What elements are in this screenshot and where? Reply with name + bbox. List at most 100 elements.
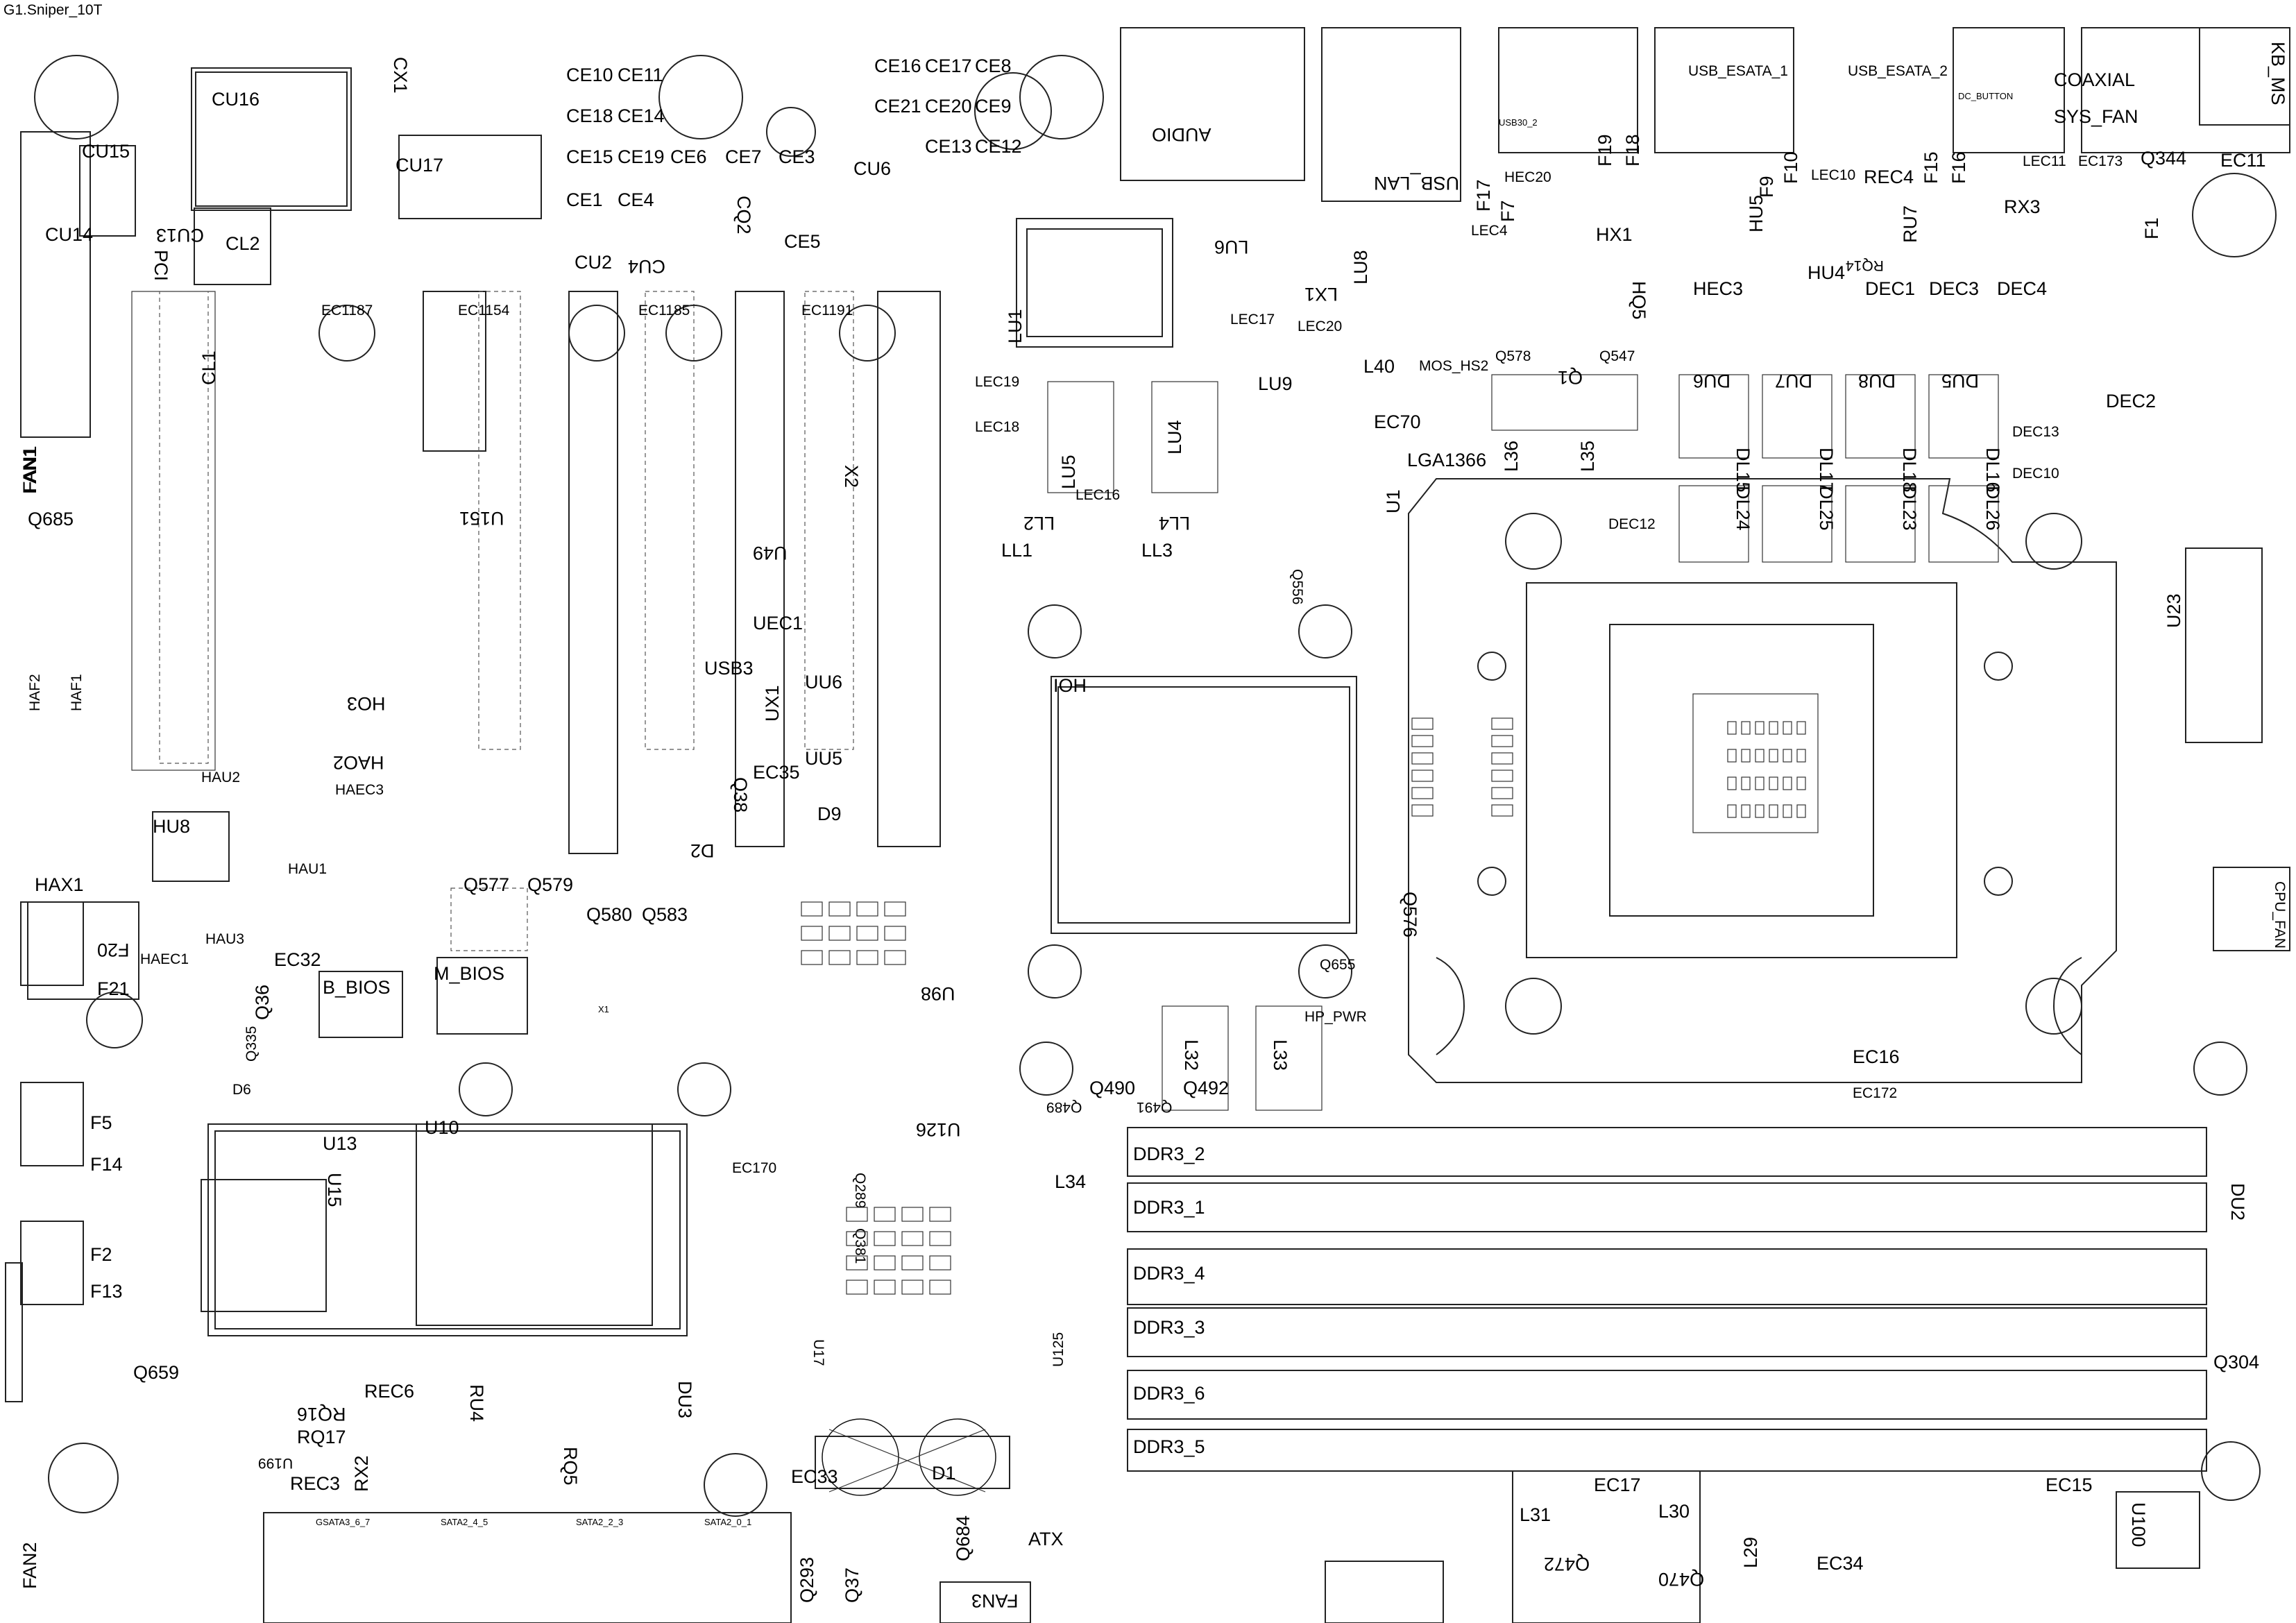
ref-CE4: CE4	[618, 189, 654, 210]
ref-DEC10: DEC10	[2012, 466, 2059, 482]
ref-EC1154: EC1154	[458, 303, 510, 318]
ref-CE18: CE18	[566, 105, 613, 126]
ref-CE8: CE8	[975, 56, 1012, 76]
ref-CE15: CE15	[566, 146, 613, 167]
ref-HX1: HX1	[1596, 224, 1633, 245]
ref-EC1191: EC1191	[801, 303, 853, 318]
ref-EC11: EC11	[2220, 150, 2266, 171]
ref-CE7: CE7	[725, 146, 762, 167]
ref-F5: F5	[90, 1112, 112, 1133]
ref-CE14: CE14	[618, 105, 665, 126]
ref-Q580: Q580	[586, 904, 633, 925]
ref-CU6: CU6	[853, 158, 892, 179]
ref-CE9: CE9	[975, 96, 1012, 117]
ref-EC16: EC16	[1853, 1046, 1900, 1067]
ref-Q655: Q655	[1320, 957, 1356, 973]
chip-cu14: CU14	[45, 224, 94, 245]
ref-CE20: CE20	[925, 96, 972, 117]
ref-EC1185: EC1185	[638, 303, 690, 318]
ref-CE10: CE10	[566, 65, 613, 85]
ref-CE6: CE6	[670, 146, 707, 167]
ref-DEC1: DEC1	[1865, 278, 1916, 299]
chip-hu8: HU8	[153, 816, 191, 837]
chip-ioh: IOH	[1053, 675, 1087, 696]
ref-LL1: LL1	[1001, 540, 1033, 561]
ref-Q547: Q547	[1599, 348, 1635, 364]
ref-D9: D9	[817, 804, 842, 824]
board-title: G1.Sniper_10T	[3, 2, 103, 18]
chip-uu5: UU5	[805, 748, 843, 769]
chip-usb3: USB3	[704, 658, 754, 679]
cpu-socket-label: LGA1366	[1407, 450, 1487, 470]
ref-F2: F2	[90, 1244, 112, 1265]
ref-CE5: CE5	[784, 231, 821, 252]
ref-EC173: EC173	[2078, 153, 2123, 169]
ref-DEC2: DEC2	[2106, 391, 2157, 411]
ref-REC6: REC6	[364, 1381, 415, 1402]
sata3-6-7-label: GSATA3_6_7	[316, 1517, 371, 1527]
ref-HAEC3: HAEC3	[335, 782, 384, 798]
dimm-slot-ddr3-6: DDR3_6	[1133, 1383, 1205, 1404]
ref-LEC10: LEC10	[1811, 167, 1856, 183]
dimm-slot-ddr3-2: DDR3_2	[1133, 1144, 1205, 1164]
sata2-0-1-label: SATA2_0_1	[704, 1517, 752, 1527]
usb-esata-1-label: USB_ESATA_1	[1688, 63, 1788, 79]
ref-DEC3: DEC3	[1929, 278, 1980, 299]
ref-Q304: Q304	[2213, 1352, 2260, 1373]
dimm-slot-ddr3-4: DDR3_4	[1133, 1263, 1205, 1284]
ref-EC17: EC17	[1594, 1475, 1641, 1495]
mos-hs2-label: MOS_HS2	[1419, 358, 1489, 374]
usb30-2-label: USB30_2	[1499, 117, 1538, 128]
ref-Q344: Q344	[2141, 148, 2187, 169]
ref-EC32: EC32	[274, 949, 321, 970]
ref-EC34: EC34	[1817, 1553, 1864, 1574]
ref-LL3: LL3	[1141, 540, 1173, 561]
b-bios-label: B_BIOS	[323, 977, 391, 998]
ref-Q578: Q578	[1495, 348, 1531, 364]
ref-LEC16: LEC16	[1075, 487, 1121, 503]
ref-CE16: CE16	[874, 56, 921, 76]
ref-LU9: LU9	[1258, 373, 1293, 394]
ref-REC4: REC4	[1864, 167, 1914, 187]
ref-CE1: CE1	[566, 189, 603, 210]
ref-LEC11: LEC11	[2023, 153, 2066, 169]
ref-Q659: Q659	[133, 1362, 180, 1383]
m-bios-label: M_BIOS	[434, 963, 505, 984]
ref-EC170: EC170	[732, 1160, 777, 1176]
chip-cu17: CU17	[396, 155, 444, 176]
ref-CE12: CE12	[975, 136, 1022, 157]
atx-label: ATX	[1028, 1529, 1064, 1549]
usb-esata-2-label: USB_ESATA_2	[1848, 63, 1948, 79]
dc-button-label: DC_BUTTON	[1958, 91, 2014, 101]
ref-EC35: EC35	[753, 762, 800, 783]
ref-EC1187: EC1187	[321, 303, 373, 318]
ref-EC172: EC172	[1853, 1085, 1898, 1101]
ref-HAU3: HAU3	[205, 931, 245, 947]
ref-CE19: CE19	[618, 146, 665, 167]
ref-HU4: HU4	[1808, 262, 1846, 283]
ref-UEC1: UEC1	[753, 613, 803, 634]
coaxial-label: COAXIAL	[2054, 69, 2136, 90]
ref-D1: D1	[932, 1463, 956, 1484]
ref-CE17: CE17	[925, 56, 972, 76]
ref-F14: F14	[90, 1154, 123, 1175]
ref-Q579: Q579	[527, 874, 574, 895]
dimm-slot-ddr3-5: DDR3_5	[1133, 1436, 1205, 1457]
chip-u10: U10	[425, 1117, 459, 1138]
ref-DEC4: DEC4	[1997, 278, 2048, 299]
sata2-4-5-label: SATA2_4_5	[441, 1517, 488, 1527]
dimm-slot-ddr3-1: DDR3_1	[1133, 1197, 1205, 1218]
ref-F13: F13	[90, 1281, 123, 1302]
ref-DEC12: DEC12	[1608, 516, 1656, 532]
ref-CU2: CU2	[575, 252, 613, 273]
ref-D6: D6	[232, 1082, 251, 1098]
chip-cu16: CU16	[212, 89, 260, 110]
ref-LEC4: LEC4	[1471, 223, 1508, 239]
ref-L31: L31	[1520, 1504, 1551, 1525]
ref-X1: X1	[598, 1004, 609, 1014]
hp-pwr-label: HP_PWR	[1304, 1009, 1367, 1025]
ref-Q577: Q577	[464, 874, 510, 895]
